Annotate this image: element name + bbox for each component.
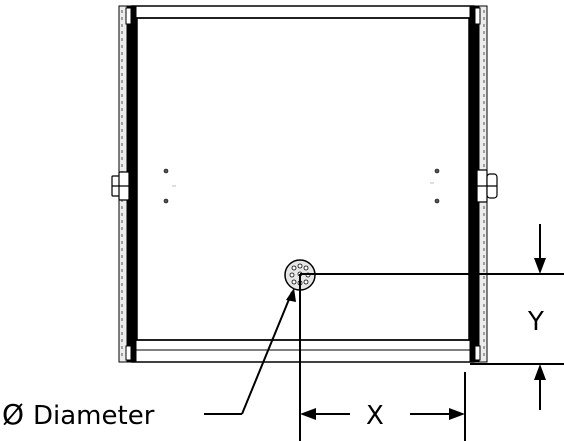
right-knob	[476, 169, 498, 203]
diameter-symbol: Ø	[2, 398, 24, 431]
dimensions	[204, 224, 564, 441]
cabinet	[131, 5, 475, 363]
cabinet-front-panel	[136, 17, 470, 341]
left-knob	[111, 171, 130, 201]
screws	[163, 168, 440, 204]
y-label: Y	[527, 307, 544, 337]
arrowheads	[286, 258, 546, 420]
cabinet-top-bar	[131, 5, 475, 19]
diameter-leader-line	[241, 291, 293, 415]
diameter-label: Diameter	[33, 401, 155, 431]
x-label: X	[366, 401, 384, 431]
cabinet-bottom-bar	[131, 339, 475, 363]
